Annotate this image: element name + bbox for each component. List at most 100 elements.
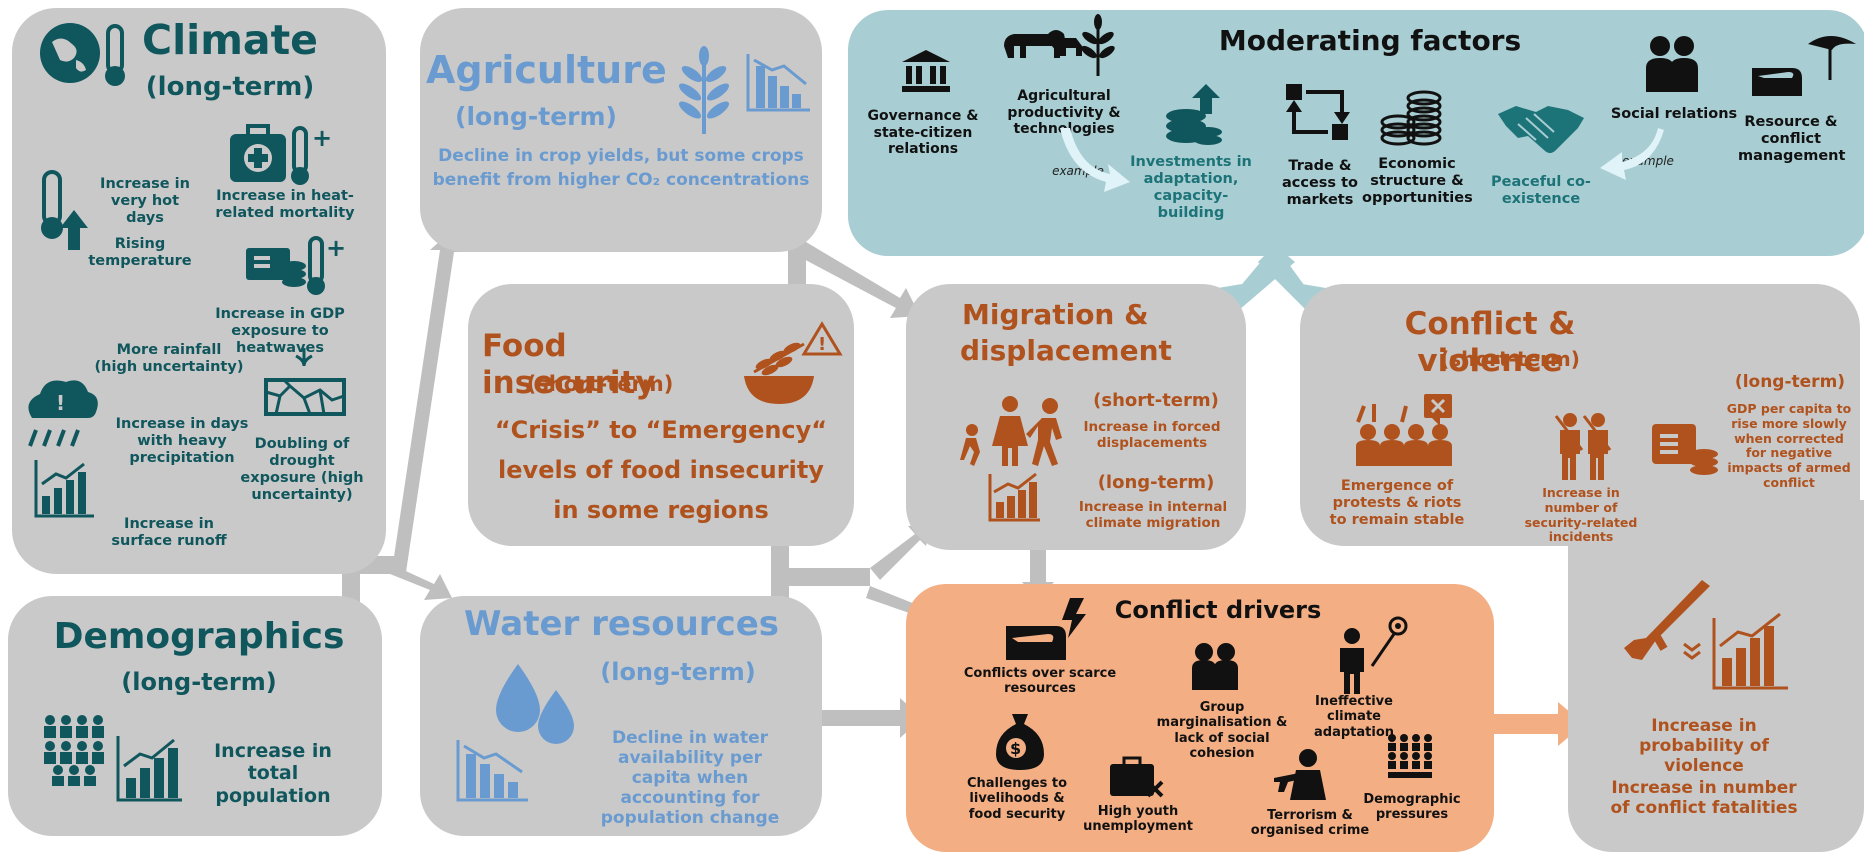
climate-heavy-precip: Increase in days with heavy precipitatio… — [115, 416, 249, 467]
briefcase-x-icon — [1110, 756, 1164, 798]
conflict-fatalities: Increase in number of conflict fatalitie… — [1610, 778, 1798, 819]
group-icon — [1192, 643, 1238, 690]
rifle-chart-icon — [1624, 580, 1788, 690]
cloud-rain-icon: ! — [28, 380, 98, 447]
terrorist-icon — [1274, 749, 1326, 800]
migration-forced: Increase in forced displacements — [1083, 419, 1221, 451]
food-line3: in some regions — [553, 496, 769, 524]
population-chart-icon — [116, 736, 182, 802]
arrow-agriculture-migration — [798, 242, 920, 318]
drivers-title: Conflict drivers — [1114, 596, 1322, 624]
drivers-terrorism: Terrorism & organised crime — [1250, 808, 1370, 839]
moderating-governance: Governance & state-citizen relations — [867, 108, 979, 158]
agriculture-line1: Decline in crop yields, but some crops — [438, 146, 804, 166]
drivers-group: Group marginalisation & lack of social c… — [1156, 700, 1288, 761]
conflict-title: Conflict & violence — [1404, 306, 1576, 379]
moderating-economic: Economic structure & opportunities — [1362, 156, 1473, 207]
drivers-scarce: Conflicts over scarce resources — [963, 666, 1117, 697]
climate-rising-temp: Rising temperature — [88, 236, 192, 270]
conflict-protests: Emergence of protests & riots to remain … — [1329, 478, 1465, 529]
arrow-climate-agriculture — [392, 232, 464, 572]
armed-men-icon — [1554, 413, 1612, 480]
crowd-icon — [44, 715, 104, 786]
wheat-icon — [678, 46, 730, 134]
arrow-agriculture-food — [778, 228, 816, 310]
water-declining-chart-icon — [456, 740, 528, 802]
protest-icon — [1356, 394, 1452, 466]
svg-text:$: $ — [1010, 739, 1021, 758]
money-thermometer-icon: + — [246, 234, 346, 295]
demographics-population: Increase in total population — [214, 740, 332, 807]
scarce-resources-icon — [1006, 598, 1086, 660]
migration-internal: Increase in internal climate migration — [1078, 499, 1228, 531]
climate-drought: Doubling of drought exposure (high uncer… — [240, 436, 364, 504]
moderating-box — [848, 10, 1864, 256]
water-title: Water resources — [464, 604, 779, 644]
declining-chart-icon — [746, 54, 810, 112]
agriculture-subtitle: (long-term) — [455, 102, 617, 131]
conflict-security: Increase in number of security-related i… — [1524, 485, 1638, 545]
migration-box — [906, 284, 1246, 550]
drivers-youth: High youth unemployment — [1083, 804, 1193, 835]
migration-long-term: (long-term) — [1097, 472, 1215, 493]
climate-surface-runoff: Increase in surface runoff — [111, 516, 227, 550]
migrating-family-icon — [960, 396, 1062, 466]
globe-thermometer-icon — [40, 23, 125, 86]
svg-text:+: + — [312, 124, 332, 152]
arrow-food-migration — [870, 524, 930, 580]
coins-up-icon — [1166, 84, 1222, 145]
arrow-drivers-outcome — [1490, 702, 1584, 746]
migration-chart-icon — [988, 472, 1040, 522]
climate-more-rainfall: More rainfall (high uncertainty) — [94, 342, 244, 376]
climate-gdp-heatwaves: Increase in GDP exposure to heatwaves — [215, 306, 345, 357]
moderating-title: Moderating factors — [1218, 24, 1522, 57]
demographics-title: Demographics — [53, 616, 345, 657]
food-box — [468, 284, 854, 546]
resource-tree-icon — [1752, 36, 1856, 96]
conflict-prob-violence: Increase in probability of violence — [1639, 716, 1769, 777]
arrow-water-drivers — [818, 698, 922, 738]
bowl-grain-warning-icon: ! — [744, 321, 843, 404]
social-relations-icon — [1646, 36, 1698, 92]
svg-text:+: + — [326, 234, 346, 262]
agriculture-box — [420, 8, 822, 252]
conflict-long-term: (long-term) — [1734, 372, 1846, 392]
governance-building-icon — [902, 50, 950, 92]
moderating-investments: Investments in adaptation, capacity-buil… — [1130, 154, 1252, 222]
drivers-ineffective: Ineffective climate adaptation — [1314, 694, 1394, 740]
water-subtitle: (long-term) — [600, 658, 756, 686]
climate-title: Climate — [142, 16, 318, 64]
climate-heat-mortality: Increase in heat-related mortality — [215, 188, 355, 222]
example-arrow-right — [1600, 128, 1664, 180]
drivers-livelihoods: Challenges to livelihoods & food securit… — [966, 776, 1068, 822]
water-text: Decline in water availability per capita… — [600, 728, 780, 829]
climate-hot-days: Increase in very hot days — [100, 176, 190, 227]
svg-text:!: ! — [818, 334, 826, 355]
demographics-subtitle: (long-term) — [121, 668, 277, 696]
example-arrow-left — [1060, 128, 1130, 192]
bar-chart-up-icon — [34, 460, 94, 518]
migration-title-1: Migration & — [962, 298, 1149, 331]
conflict-outcome-box — [1568, 500, 1864, 852]
trade-cycle-icon — [1286, 84, 1350, 140]
agriculture-title: Agriculture — [426, 48, 667, 92]
food-line2: levels of food insecurity — [498, 456, 824, 484]
conflict-short-term: (short-term) — [1440, 347, 1580, 371]
drivers-demographic: Demographic pressures — [1363, 792, 1461, 823]
thermometer-up-icon — [41, 170, 88, 250]
migration-title-2: displacement — [960, 334, 1172, 367]
handshake-icon — [1498, 106, 1584, 153]
cow-wheat-icon — [1004, 14, 1115, 76]
medical-kit-thermometer-icon: + — [230, 124, 332, 185]
food-title: Food insecurity — [482, 328, 656, 401]
moderating-resource: Resource & conflict management — [1738, 114, 1846, 165]
connector-food-right — [780, 568, 870, 586]
svg-text:!: ! — [56, 391, 65, 415]
agriculture-line2: benefit from higher CO₂ concentrations — [432, 170, 810, 190]
food-line1: “Crisis” to “Emergency“ — [494, 416, 828, 444]
moderating-trade: Trade & access to markets — [1281, 158, 1358, 209]
drivers-box — [906, 584, 1494, 852]
moderating-social: Social relations — [1610, 106, 1738, 122]
person-pin-icon — [1340, 616, 1408, 694]
cracked-earth-icon — [264, 348, 346, 416]
